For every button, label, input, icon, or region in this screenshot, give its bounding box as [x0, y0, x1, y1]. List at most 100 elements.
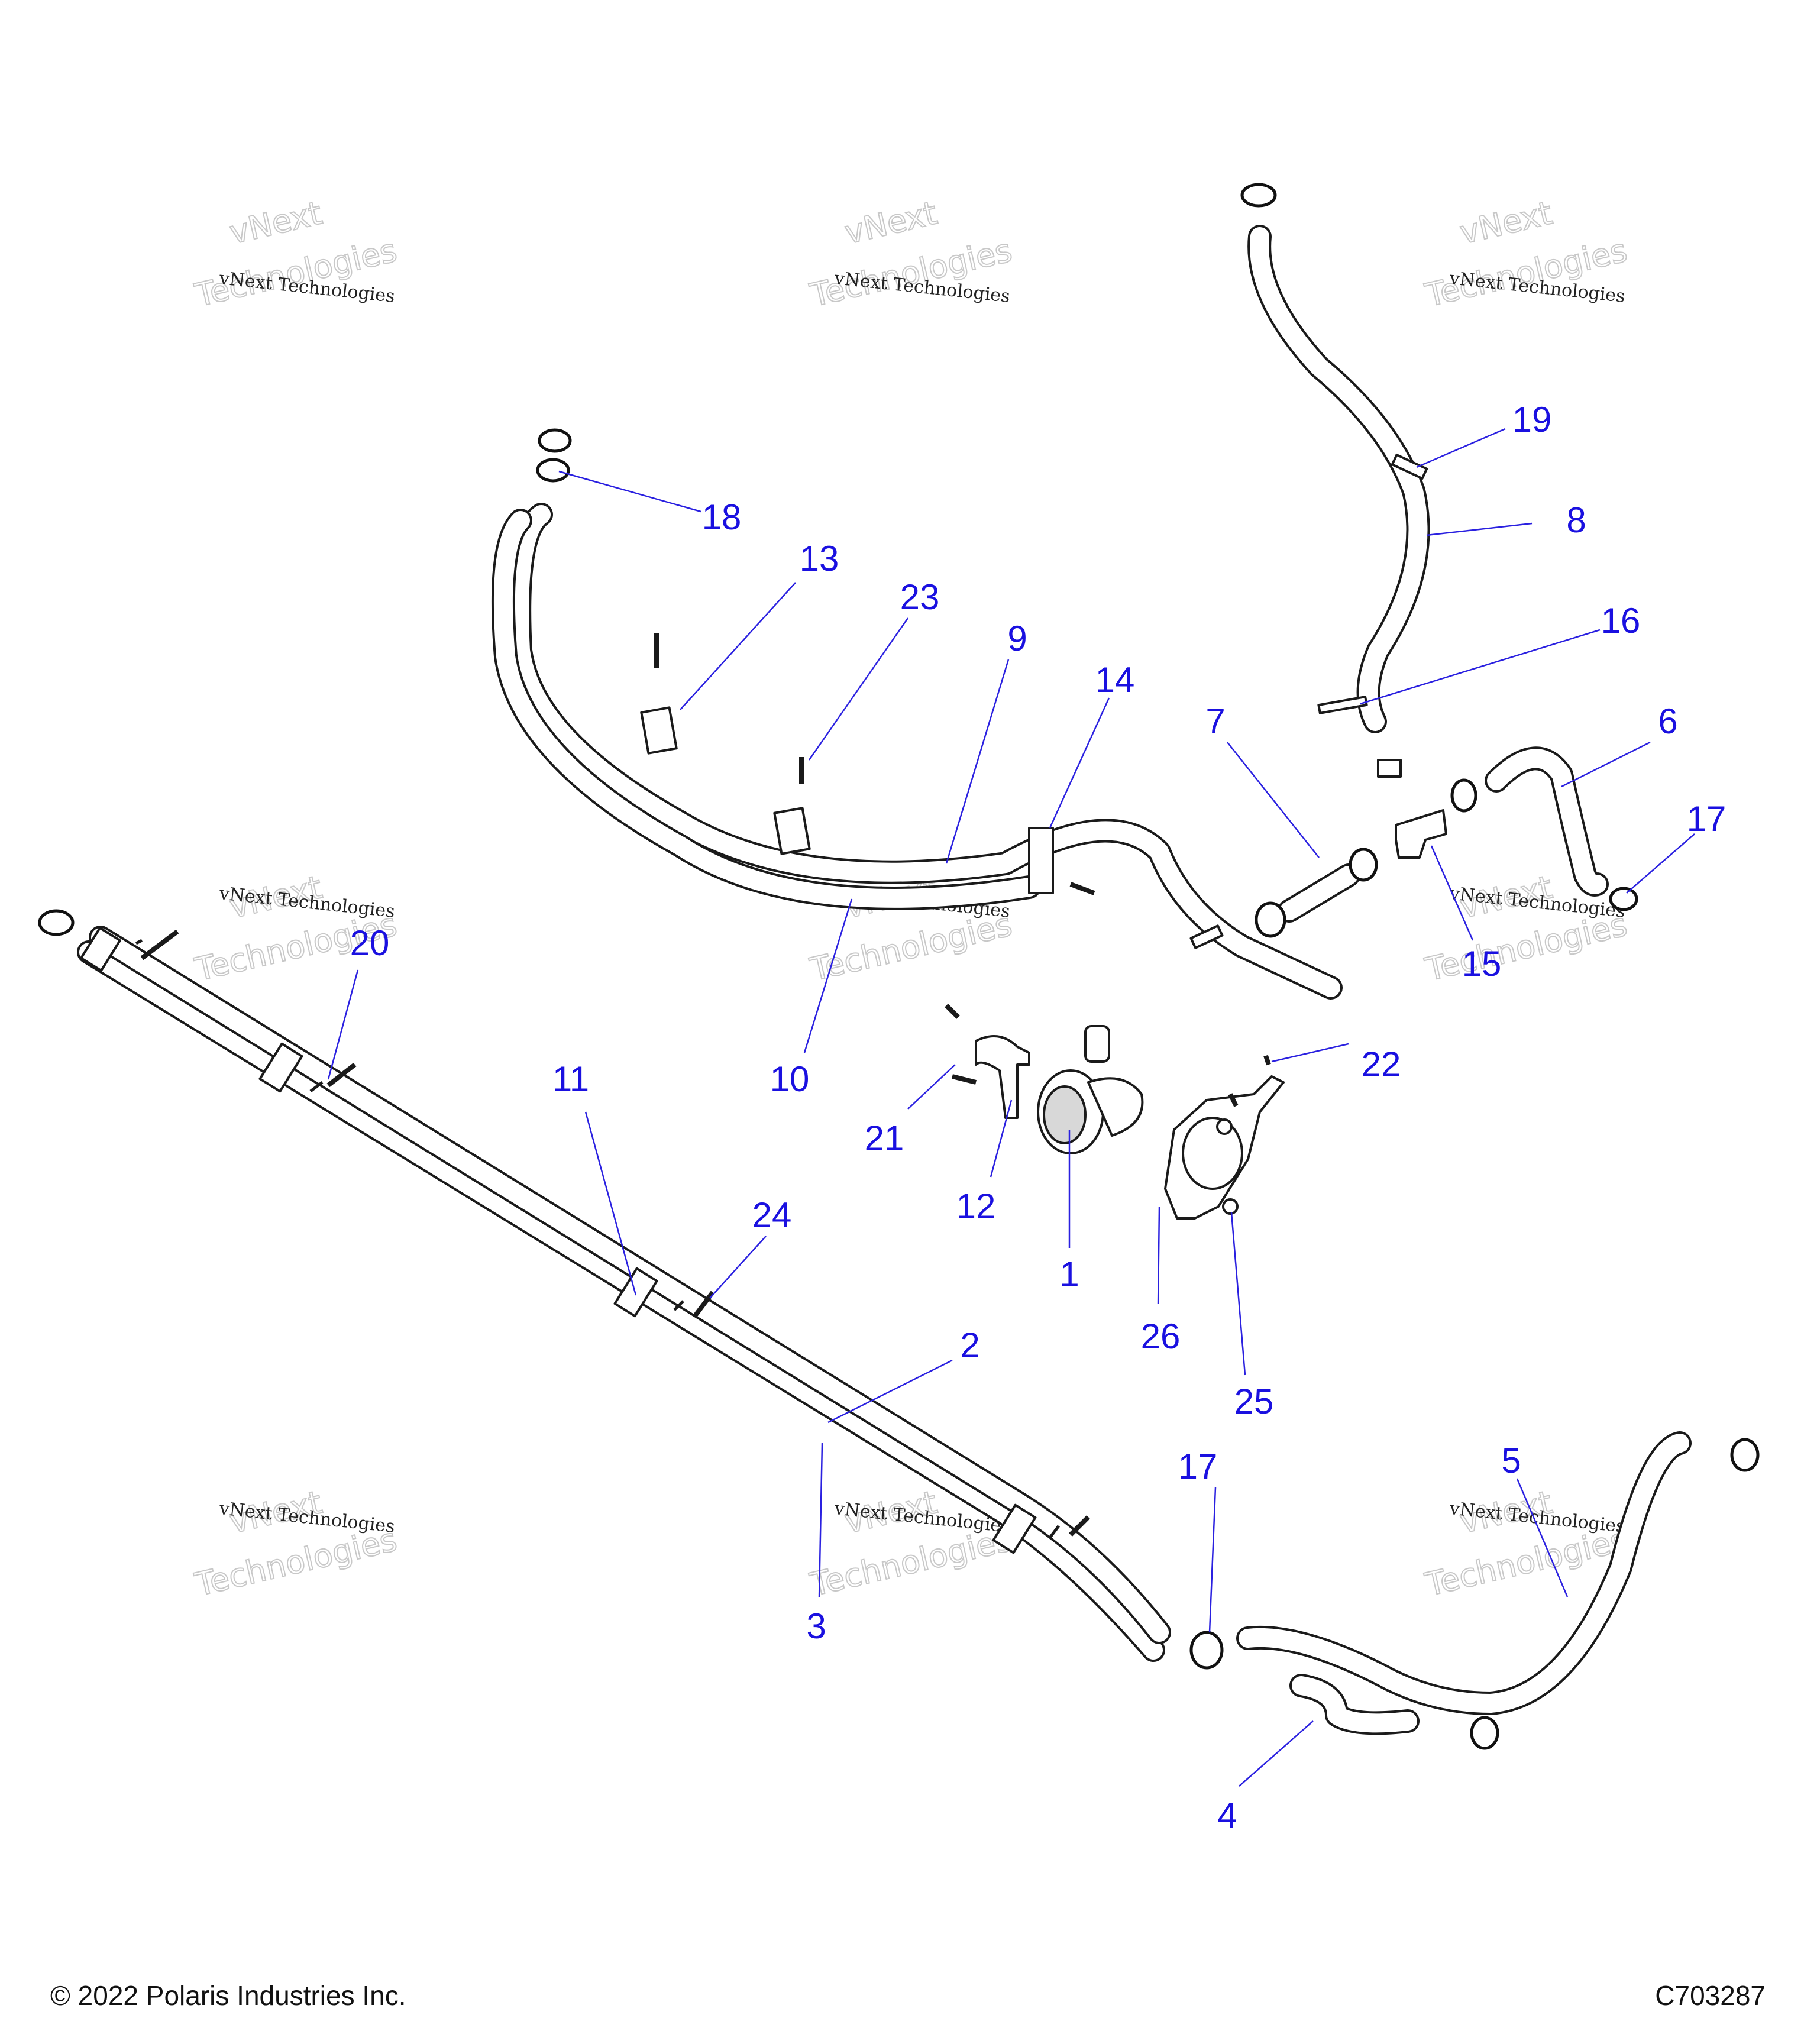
leader-11 — [584, 1111, 637, 1296]
copyright-text: © 2022 Polaris Industries Inc. — [50, 1980, 406, 2011]
callout-3: 3 — [806, 1606, 826, 1646]
fitting — [1377, 759, 1402, 778]
leader-7 — [1227, 742, 1320, 858]
callout-14: 14 — [1095, 660, 1135, 700]
leader-24 — [709, 1236, 767, 1299]
callout-20: 20 — [350, 923, 390, 963]
hose-clamp — [1730, 1438, 1760, 1472]
callout-11: 11 — [552, 1059, 589, 1099]
hose-clamp — [1450, 778, 1477, 813]
hose-clamp — [1255, 901, 1286, 938]
callout-10: 10 — [770, 1059, 810, 1099]
callout-15: 15 — [1462, 944, 1502, 984]
lower-long-tubes — [38, 909, 1171, 1662]
pump-bracket-12 — [975, 1035, 1030, 1119]
leader-3 — [818, 1443, 823, 1597]
callout-5: 5 — [1501, 1441, 1521, 1480]
leader-12 — [990, 1099, 1013, 1178]
watermark: vNext Technologies — [191, 868, 401, 989]
bracket-opening — [1182, 1117, 1243, 1190]
leader-17b — [1208, 1487, 1217, 1633]
leader-20 — [327, 969, 359, 1080]
callout-8: 8 — [1566, 500, 1586, 540]
bolt-21 — [952, 1074, 977, 1085]
hose-clamp-17 — [1189, 1631, 1224, 1670]
tube-clip-13 — [640, 706, 678, 755]
hose-clamp — [1240, 183, 1277, 208]
bolt — [1069, 1515, 1090, 1537]
diagram-code: C703287 — [1655, 1980, 1766, 2011]
leader-4 — [1239, 1720, 1314, 1787]
callout-17: 17 — [1687, 799, 1727, 839]
callout-4: 4 — [1217, 1796, 1237, 1835]
tube-tag — [1189, 924, 1224, 949]
bolt — [135, 939, 143, 945]
nut — [1216, 1118, 1233, 1135]
bolt — [673, 1300, 684, 1311]
tube-tie-19 — [1391, 454, 1428, 480]
hose-clamp-17 — [1609, 887, 1638, 911]
leader-26 — [1157, 1206, 1160, 1305]
upper-tubes — [491, 428, 1343, 1000]
pump-housing — [1087, 1077, 1144, 1137]
callouts: 1 2 3 4 5 6 7 8 9 10 11 12 13 14 15 16 1… — [350, 400, 1727, 1835]
tube-clip — [613, 1267, 658, 1318]
leader-6 — [1561, 741, 1651, 788]
leader-19 — [1416, 428, 1506, 468]
leader-16 — [1360, 629, 1601, 705]
tube-clip — [773, 807, 811, 855]
leader-13 — [680, 582, 796, 710]
tube-10 — [491, 509, 1041, 910]
callout-19: 19 — [1512, 400, 1552, 439]
bolt — [1228, 1093, 1239, 1107]
callout-24: 24 — [752, 1195, 792, 1235]
leader-25 — [1230, 1212, 1246, 1376]
callout-26: 26 — [1141, 1317, 1181, 1356]
watermark-big-top: vNext — [1456, 194, 1556, 251]
callout-2: 2 — [960, 1325, 979, 1365]
watermark-big-top: vNext — [841, 194, 940, 251]
pump-group — [945, 1004, 1285, 1220]
leader-2 — [827, 1359, 953, 1424]
leader-17 — [1626, 833, 1695, 894]
bolt — [1069, 882, 1095, 895]
callout-23: 23 — [900, 577, 940, 617]
bolt — [309, 1081, 324, 1092]
callout-16: 16 — [1601, 601, 1641, 641]
callout-22: 22 — [1362, 1044, 1401, 1084]
callout-21: 21 — [865, 1118, 904, 1158]
tee-fitting-15 — [1395, 809, 1447, 859]
watermark: vNext Technologies — [1421, 1483, 1631, 1604]
nut-25 — [1222, 1198, 1239, 1215]
tube-clip-14 — [1028, 827, 1054, 894]
leader-21 — [907, 1064, 956, 1110]
callout-1: 1 — [1059, 1254, 1079, 1294]
watermark-big-top: vNext — [226, 194, 325, 251]
bolt — [945, 1004, 960, 1019]
tee-assembly — [1255, 746, 1638, 938]
tube-clip — [258, 1042, 303, 1093]
bolt — [140, 929, 179, 960]
lower-right-tubes — [1189, 1431, 1760, 1750]
hose-clamp — [536, 458, 570, 483]
tube-8-group — [1240, 183, 1430, 733]
leader-18 — [558, 470, 701, 513]
bolt — [326, 1062, 357, 1088]
hose-clamp — [1470, 1716, 1499, 1750]
leader-14 — [1049, 697, 1110, 829]
leader-lines — [327, 428, 1695, 1787]
callout-13: 13 — [800, 539, 839, 578]
pump-motor-face — [1043, 1085, 1087, 1144]
watermark: vNext Technologies — [191, 1483, 401, 1604]
leader-22 — [1271, 1043, 1349, 1063]
callout-9: 9 — [1007, 619, 1027, 658]
leader-15 — [1430, 845, 1474, 941]
leader-8 — [1426, 522, 1533, 536]
tube-clip — [80, 926, 121, 972]
bolt-22 — [1263, 1055, 1271, 1066]
hose-clamp — [1349, 848, 1378, 882]
leader-10 — [803, 898, 853, 1053]
leader-23 — [808, 617, 909, 761]
callout-6: 6 — [1658, 701, 1677, 741]
